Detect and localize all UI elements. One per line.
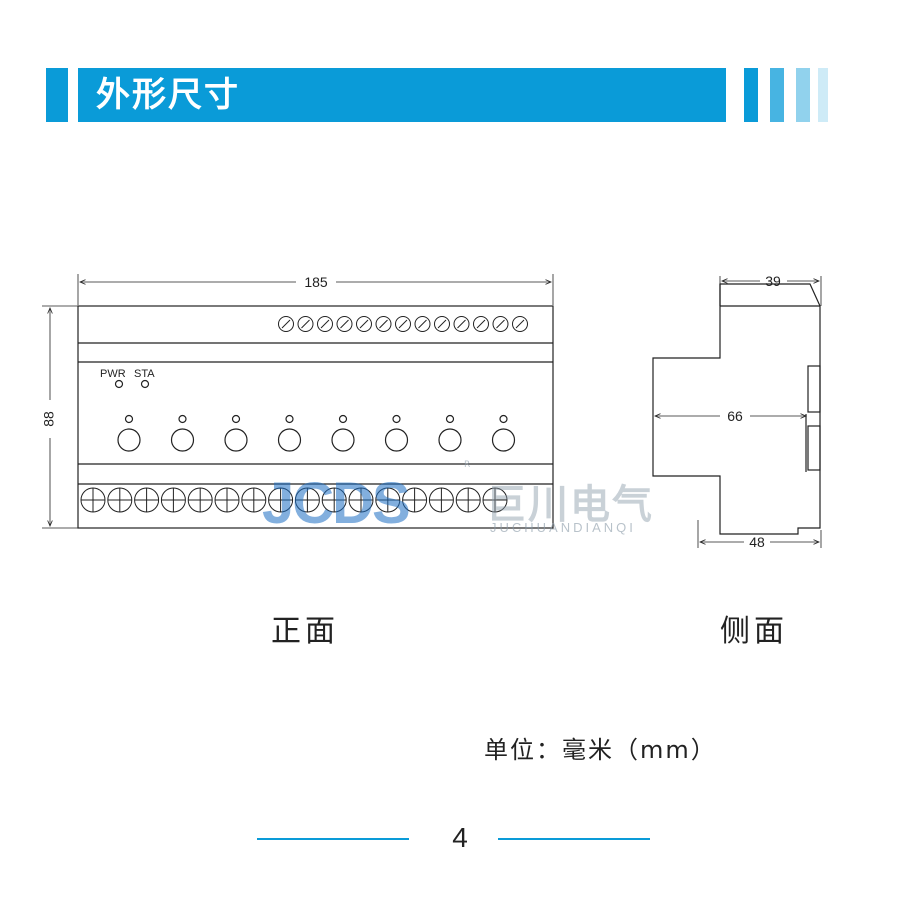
top-terminal-screw	[375, 316, 392, 332]
footer-line-right	[498, 838, 650, 840]
top-terminal-screw	[356, 316, 372, 332]
channel-button	[277, 428, 302, 452]
header-stripe-1	[744, 68, 758, 122]
led-label-sta: STA	[134, 368, 155, 380]
watermark-registered: R	[464, 460, 471, 470]
header-stripe-2	[770, 68, 784, 122]
channel-button	[331, 428, 355, 452]
top-terminal-screw	[297, 316, 314, 332]
watermark-brand-cn: 巨川电气	[486, 482, 654, 528]
page-number: 4	[452, 822, 468, 853]
top-terminal-screw	[434, 316, 450, 332]
section-title: 外形尺寸	[96, 75, 240, 115]
bottom-terminal-screw	[321, 487, 347, 513]
channel-button	[491, 428, 516, 452]
units-label: 单位：毫米（mm）	[484, 736, 717, 764]
top-terminal-screw	[278, 316, 294, 332]
channel-button	[117, 428, 141, 452]
bottom-terminal-screw	[348, 487, 374, 513]
front-view	[42, 274, 554, 529]
bottom-terminal-screw	[294, 487, 320, 513]
top-terminal-screw	[395, 316, 411, 332]
bottom-terminal-screw	[160, 487, 186, 513]
bottom-terminal-screw	[107, 487, 133, 513]
front-height-dim: 88	[41, 411, 57, 427]
bottom-terminal-screw	[268, 487, 294, 513]
bottom-terminal-screw	[455, 487, 481, 513]
watermark-logo: JCDS	[262, 471, 411, 536]
channel-button	[384, 428, 409, 452]
channel-led	[285, 414, 294, 424]
channel-button	[224, 428, 248, 452]
channel-led	[178, 414, 187, 424]
side-bottom-dim: 48	[749, 534, 765, 550]
bottom-terminal-row	[80, 487, 508, 513]
channel-button	[170, 428, 195, 452]
top-terminal-screw	[492, 316, 509, 332]
channel-button-row	[117, 414, 516, 452]
top-terminal-screw	[317, 316, 333, 332]
bottom-terminal-screw	[187, 487, 213, 513]
top-terminal-screw	[336, 316, 353, 332]
header-tick-left	[46, 68, 68, 122]
watermark-brand-en: JUCHUANDIANQI	[490, 520, 636, 535]
top-terminal-screw	[473, 316, 489, 332]
bottom-terminal-screw	[375, 487, 401, 513]
bottom-terminal-screw	[482, 487, 508, 513]
bottom-terminal-screw	[428, 487, 454, 513]
bottom-terminal-screw	[80, 487, 106, 513]
bottom-terminal-screw	[214, 487, 240, 513]
led-label-pwr: PWR	[100, 368, 126, 380]
top-terminal-screw	[453, 316, 470, 332]
channel-led	[124, 414, 134, 424]
header-band	[78, 68, 726, 122]
footer-line-left	[257, 838, 409, 840]
header-stripe-3	[796, 68, 810, 122]
side-view	[652, 276, 822, 548]
side-view-caption: 侧面	[720, 614, 788, 649]
channel-led	[392, 414, 401, 424]
channel-led	[445, 414, 455, 424]
channel-button	[438, 428, 462, 452]
top-terminal-screw	[414, 316, 431, 332]
front-view-caption: 正面	[271, 614, 339, 649]
channel-led	[231, 414, 241, 424]
bottom-terminal-screw	[134, 487, 160, 513]
top-terminal-row	[278, 316, 528, 332]
channel-led	[499, 414, 508, 424]
front-width-dim: 185	[304, 274, 328, 290]
channel-led	[338, 414, 348, 424]
bottom-terminal-screw	[402, 487, 428, 513]
side-mid-dim: 66	[727, 408, 743, 424]
side-top-dim: 39	[765, 273, 781, 289]
top-terminal-screw	[512, 316, 528, 332]
bottom-terminal-screw	[241, 487, 267, 513]
header-stripe-4	[818, 68, 828, 122]
